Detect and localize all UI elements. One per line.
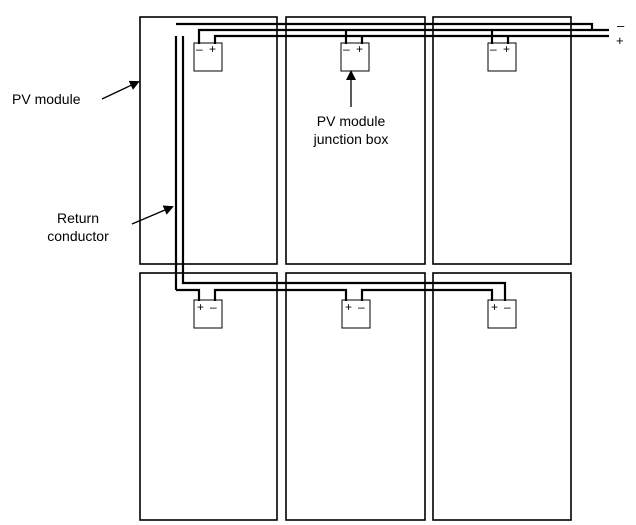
pv-module-arrow [101, 80, 140, 100]
junction-boxes [193, 42, 517, 329]
top-interconnects [344, 30, 510, 44]
top-string-negative-lead [197, 28, 609, 44]
terminal-top-2-b: + [356, 42, 363, 56]
terminal-bottom-3-a: + [491, 300, 498, 314]
junction-box-top-1 [193, 42, 223, 72]
return-conductor-label-line-1: Return [56, 210, 100, 226]
bottom-interconnects [213, 288, 494, 301]
junction-box-bottom-3 [487, 299, 517, 329]
pv-module-bottom-1 [139, 272, 278, 521]
terminal-top-3-a: – [490, 42, 497, 56]
pv-modules [139, 16, 572, 521]
junction-box-terminals: – + – + – + + – + – + – [196, 42, 511, 314]
terminal-top-1-b: + [209, 42, 216, 56]
junction-box-label: PV module junction box [296, 112, 406, 148]
junction-box-label-line-1: PV module [316, 113, 386, 129]
terminal-bottom-2-a: + [345, 300, 352, 314]
pv-module-bottom-2 [285, 272, 426, 521]
output-positive-terminal: + [616, 33, 624, 48]
terminal-top-3-b: + [503, 42, 510, 56]
terminal-bottom-3-b: – [504, 300, 511, 314]
junction-box-label-line-2: junction box [313, 131, 389, 147]
terminal-bottom-2-b: – [358, 300, 365, 314]
junction-box-top-3 [487, 42, 517, 72]
pv-module-top-3 [432, 16, 572, 265]
pv-module-top-2 [285, 16, 426, 265]
bottom-string-lead [181, 36, 507, 301]
conductors [174, 22, 609, 301]
callout-arrows [101, 70, 356, 225]
bottom-string-return [176, 288, 201, 301]
terminal-bottom-1-b: – [210, 300, 217, 314]
junction-box-bottom-2 [341, 299, 371, 329]
terminal-bottom-1-a: + [197, 300, 204, 314]
pv-module-top-1 [139, 16, 278, 265]
return-conductor-arrow [131, 205, 174, 225]
output-negative-terminal: – [617, 18, 625, 33]
pv-module-label: PV module [12, 91, 81, 107]
terminal-top-2-a: – [343, 42, 350, 56]
pv-module-bottom-3 [432, 272, 572, 521]
return-conductor-label: Return conductor [40, 209, 116, 245]
terminal-top-1-a: – [196, 42, 203, 56]
return-conductor-label-line-2: conductor [47, 228, 109, 244]
junction-box-bottom-1 [193, 299, 223, 329]
return-conductor [213, 34, 609, 44]
return-conductor-outer [176, 22, 594, 30]
